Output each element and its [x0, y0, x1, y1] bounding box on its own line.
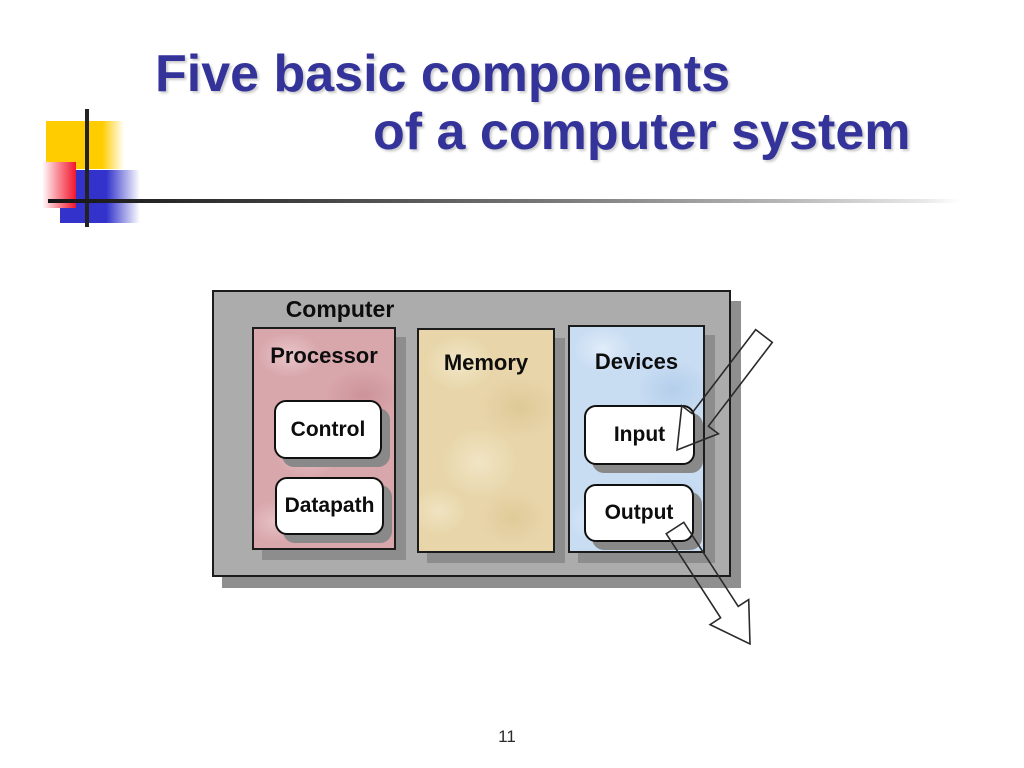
output-box: Output [584, 484, 694, 542]
title-divider-rule [48, 199, 960, 203]
devices-label: Devices [594, 349, 679, 374]
processor-label: Processor [270, 343, 378, 368]
devices-panel: Devices Input Output [568, 325, 705, 553]
control-label: Control [290, 417, 366, 441]
memory-panel: Memory [417, 328, 555, 553]
memory-label: Memory [443, 350, 529, 375]
input-label: Input [613, 423, 666, 446]
decor-vertical-line [85, 109, 89, 227]
processor-panel: Processor Control Datapath [252, 327, 396, 550]
page-title-line2: of a computer system [373, 103, 911, 161]
datapath-label: Datapath [284, 494, 375, 517]
input-box: Input [584, 405, 695, 465]
output-label: Output [604, 501, 674, 524]
computer-label: Computer [285, 296, 395, 322]
page-number: 11 [498, 727, 516, 746]
page-title-line1: Five basic components [155, 45, 731, 103]
datapath-box: Datapath [275, 477, 384, 535]
control-box: Control [274, 400, 382, 459]
